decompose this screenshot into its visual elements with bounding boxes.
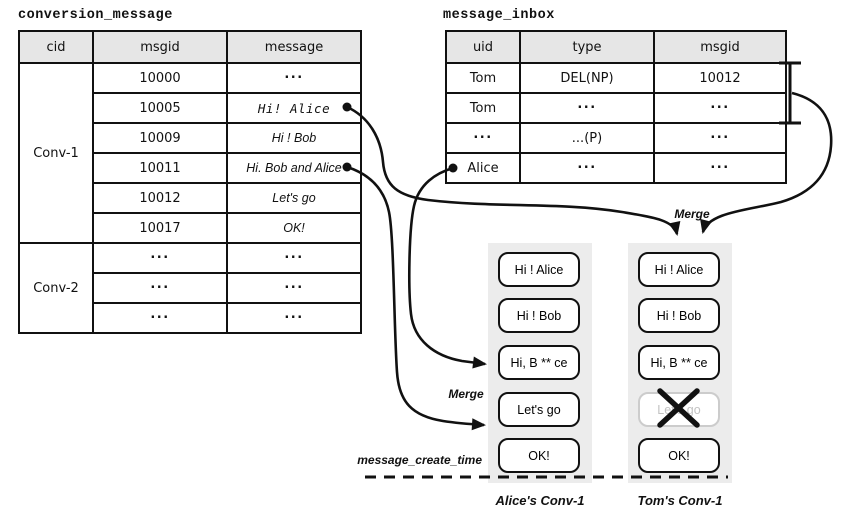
msgid-cell: 10005	[92, 92, 228, 124]
msgid-cell: ...	[92, 302, 228, 334]
ellipsis-value: ...	[284, 306, 304, 322]
merge-label-top: Merge	[674, 207, 710, 221]
msgid-cell: 10012	[653, 62, 787, 94]
table-row: Tom......	[445, 92, 787, 124]
type-cell: ...	[519, 152, 655, 184]
msgid-cell: 10012	[92, 182, 228, 214]
ellipsis-value: ...	[577, 96, 597, 112]
msgid-cell: ...	[92, 272, 228, 304]
ellipsis-value: ...	[284, 276, 304, 292]
uid-cell: ...	[445, 122, 521, 154]
message-cell: Hi ! Bob	[226, 122, 362, 154]
uid-cell: Tom	[445, 62, 521, 94]
column-header: type	[519, 30, 655, 64]
ellipsis-value: ...	[150, 276, 170, 292]
message-cell: Let's go	[226, 182, 362, 214]
tom-conv1-caption: Tom's Conv-1	[637, 493, 723, 508]
tom-conv1-panel	[628, 243, 732, 483]
uid-cell: Alice	[445, 152, 521, 184]
msgid-cell: 10009	[92, 122, 228, 154]
msgid-cell: 10011	[92, 152, 228, 184]
column-header: message	[226, 30, 362, 64]
message-cell: Hi! Alice	[226, 92, 362, 124]
table-row: Conv-2......	[18, 242, 362, 334]
message-create-time-label: message_create_time	[357, 453, 482, 467]
column-header: msgid	[92, 30, 228, 64]
message-inbox-title: message_inbox	[443, 8, 555, 23]
type-cell: ...(P)	[519, 122, 655, 154]
ellipsis-value: ...	[710, 156, 730, 172]
msgid-cell: ...	[653, 122, 787, 154]
ellipsis-value: ...	[710, 126, 730, 142]
uid-cell: Tom	[445, 92, 521, 124]
ellipsis-value: ...	[473, 126, 493, 142]
table-row: ......	[19, 302, 362, 334]
arrow-alice-row-to-bubble	[408, 166, 487, 369]
message-cell: ...	[226, 242, 362, 274]
ellipsis-value: ...	[150, 306, 170, 322]
column-header: cid	[18, 30, 94, 64]
ellipsis-value: ...	[284, 246, 304, 262]
table-row: Alice......	[445, 152, 787, 184]
message-cell: OK!	[226, 212, 362, 244]
alice-conv1-caption: Alice's Conv-1	[495, 493, 585, 508]
msgid-cell: ...	[92, 242, 228, 274]
message-cell: Hi. Bob and Alice	[226, 152, 362, 184]
merge-label-left: Merge	[448, 387, 484, 401]
ellipsis-value: ...	[284, 66, 304, 82]
table-row: ......	[19, 272, 362, 304]
alice-conv1-panel	[488, 243, 592, 483]
type-cell: ...	[519, 92, 655, 124]
msgid-cell: ...	[653, 152, 787, 184]
message-cell: ...	[226, 302, 362, 334]
msgid-cell: 10000	[92, 62, 228, 94]
ellipsis-value: ...	[710, 96, 730, 112]
message-cell: ...	[226, 62, 362, 94]
type-cell: DEL(NP)	[519, 62, 655, 94]
conversion-message-title: conversion_message	[18, 8, 173, 23]
msgid-cell: ...	[653, 92, 787, 124]
column-header: msgid	[653, 30, 787, 64]
cid-cell: Conv-2	[18, 242, 94, 334]
column-header: uid	[445, 30, 521, 64]
message-cell: ...	[226, 272, 362, 304]
ellipsis-value: ...	[577, 156, 597, 172]
msgid-cell: 10017	[92, 212, 228, 244]
cid-cell: Conv-1	[18, 62, 94, 244]
table-row: ... ...(P)...	[445, 122, 787, 154]
ellipsis-value: ...	[150, 246, 170, 262]
